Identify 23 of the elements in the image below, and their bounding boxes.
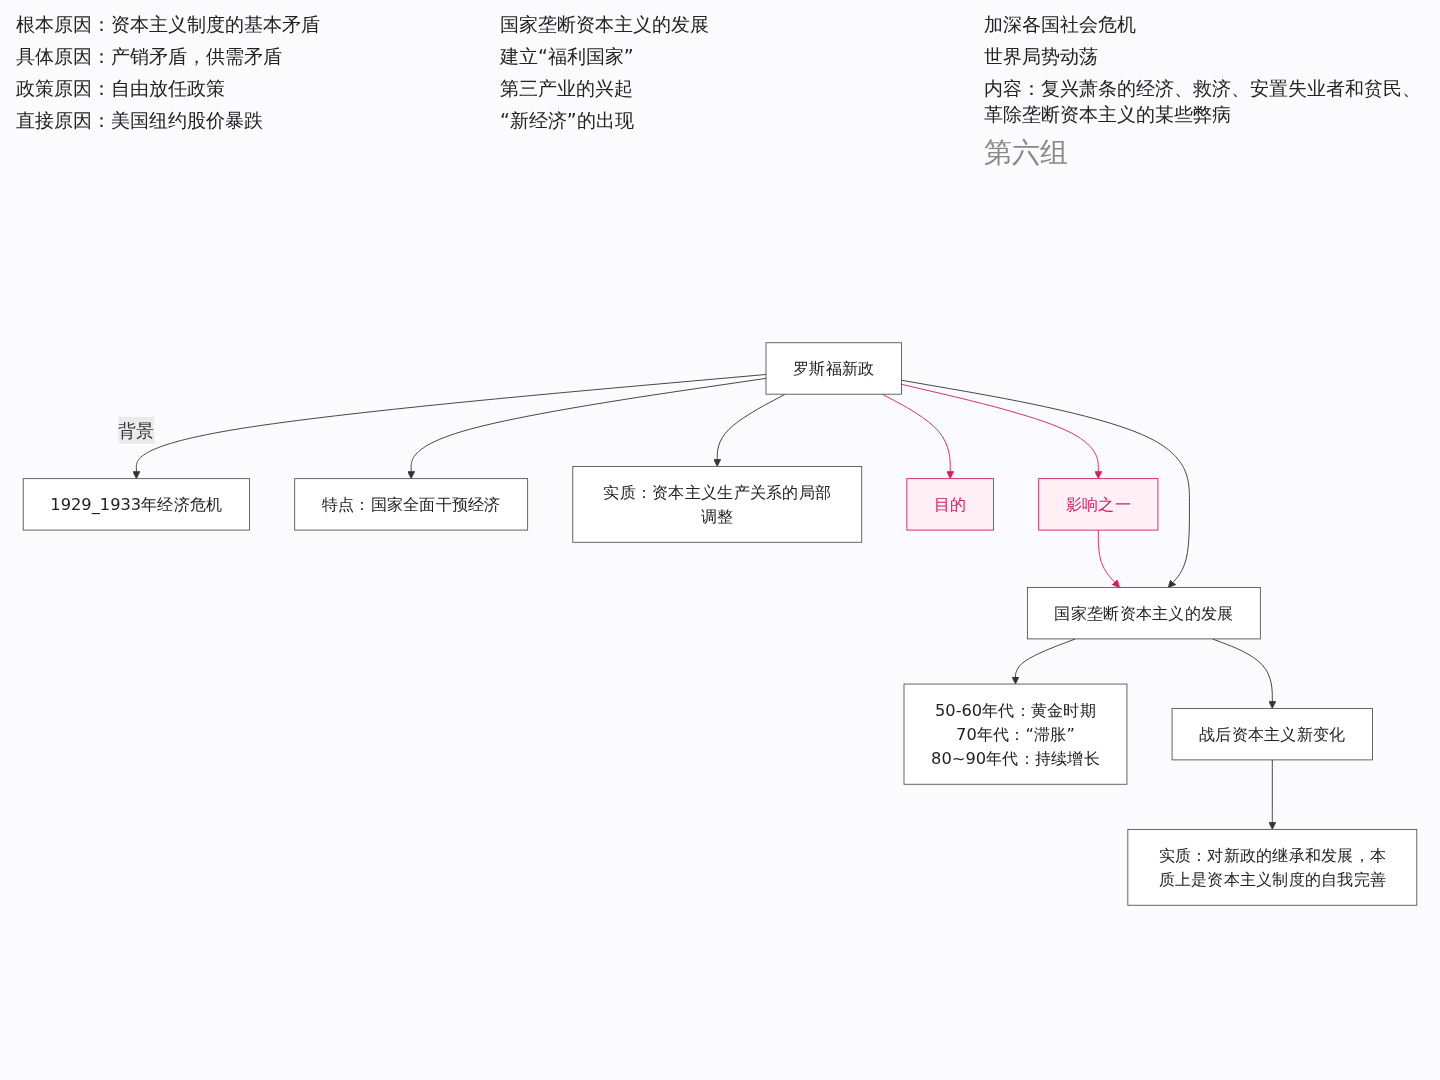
cause-text: 政策原因：自由放任政策 (16, 76, 226, 101)
list-item-text: 国家垄断资本主义的发展 (500, 12, 710, 37)
node-box: 1929_1933年经济危机 (22, 478, 250, 531)
list-item-text: 第三产业的兴起 (500, 76, 634, 101)
node-box: 目的 (906, 478, 994, 531)
effect-text: 世界局势动荡 (984, 44, 1099, 69)
group-note-text: 第六组 (984, 135, 1069, 171)
cause-text: 具体原因：产销矛盾，供需矛盾 (16, 44, 283, 69)
cause-text: 直接原因：美国纽约股价暴跌 (16, 108, 264, 133)
note-text: 内容：复兴萧条的经济、救济、安置失业者和贫民、革除垄断资本主义的某些弊病 (984, 76, 1422, 127)
node-box: 战后资本主义新变化 (1171, 707, 1373, 761)
node-box: 影响之一 (1038, 478, 1159, 531)
list-item-text: “新经济”的出现 (500, 108, 635, 133)
node-box: 特点：国家全面干预经济 (294, 478, 529, 531)
node-box: 罗斯福新政 (765, 342, 902, 395)
node-box: 50-60年代：黄金时期 70年代：“滞胀” 80~90年代：持续增长 (903, 683, 1128, 785)
node-box: 实质：资本主义生产关系的局部调整 (572, 466, 863, 543)
list-item-text: 建立“福利国家” (500, 44, 635, 69)
edge-label: 背景 (118, 419, 155, 442)
node-box: 国家垄断资本主义的发展 (1026, 586, 1261, 640)
cause-text: 根本原因：资本主义制度的基本矛盾 (16, 12, 321, 37)
node-box: 实质：对新政的继承和发展，本质上是资本主义制度的自我完善 (1127, 828, 1418, 906)
effect-text: 加深各国社会危机 (984, 12, 1137, 37)
